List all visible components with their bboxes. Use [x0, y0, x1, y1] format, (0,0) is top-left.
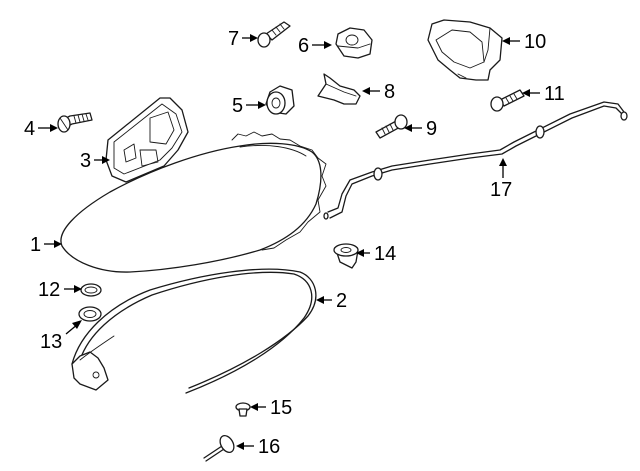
callout-label: 5: [232, 95, 243, 117]
callout-label: 4: [24, 118, 35, 140]
callout-label: 2: [336, 290, 347, 312]
callout-label: 10: [524, 31, 546, 53]
control-module-10: [427, 19, 503, 81]
callout-label: 11: [544, 83, 565, 105]
callout-label: 13: [40, 331, 62, 353]
callout-label: 15: [270, 397, 292, 419]
housing-cover: [105, 97, 189, 183]
screw-9: [375, 114, 408, 139]
actuator-6: [335, 27, 373, 59]
callout-label: 1: [30, 234, 41, 256]
callout-3: 3: [80, 150, 110, 172]
callout-label: 8: [384, 81, 395, 103]
callout-4: 4: [24, 118, 58, 140]
screw-7: [257, 21, 291, 48]
bolt-4: [57, 112, 93, 133]
bulb-socket: [265, 85, 295, 115]
callout-14: 14: [356, 243, 396, 265]
callout-1: 1: [30, 234, 62, 256]
trim-seal: [71, 268, 317, 394]
callout-9: 9: [404, 118, 437, 140]
callout-12: 12: [38, 279, 82, 301]
callout-5: 5: [232, 95, 266, 117]
callout-label: 3: [80, 150, 91, 172]
callout-6: 6: [298, 35, 332, 57]
callout-label: 6: [298, 35, 309, 57]
push-pin-15: [235, 402, 251, 417]
callout-label: 14: [374, 243, 396, 265]
callout-13: 13: [40, 320, 82, 353]
hose-17: [323, 101, 628, 220]
callout-10: 10: [502, 31, 546, 53]
callout-15: 15: [250, 397, 292, 419]
callout-label: 17: [490, 179, 512, 201]
callout-label: 16: [258, 436, 280, 458]
callout-17: 17: [490, 158, 512, 201]
clip-bracket-8: [317, 73, 361, 105]
callout-7: 7: [228, 28, 258, 50]
grommet-13: [78, 306, 102, 322]
callout-8: 8: [362, 81, 395, 103]
callout-label: 9: [426, 118, 437, 140]
callout-label: 12: [38, 279, 60, 301]
clip-nut-14: [333, 243, 359, 269]
callout-2: 2: [316, 290, 347, 312]
callout-16: 16: [236, 436, 280, 458]
callout-label: 7: [228, 28, 239, 50]
pin-16: [203, 434, 235, 462]
callout-11: 11: [522, 83, 565, 105]
o-ring-12: [80, 283, 102, 297]
headlamp-assembly: [60, 131, 327, 273]
bolt-11: [490, 89, 525, 112]
